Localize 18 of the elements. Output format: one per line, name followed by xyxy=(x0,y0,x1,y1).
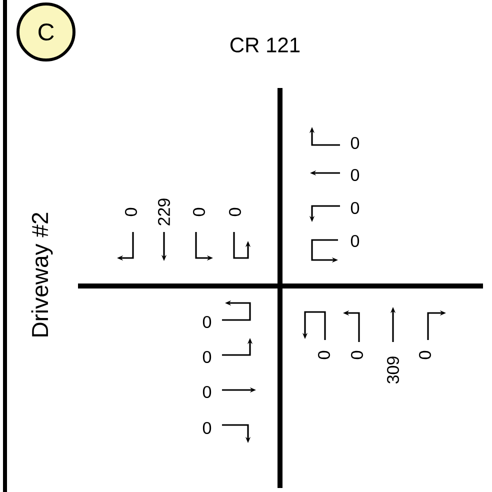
volume-number: 0 xyxy=(202,350,212,364)
volume-number: 0 xyxy=(202,316,212,328)
volume-number: 0 xyxy=(202,422,212,434)
volume-number: 229 xyxy=(158,198,170,226)
volume-number: 0 xyxy=(350,350,364,360)
volume-number: 0 xyxy=(418,350,432,360)
volume-number: 0 xyxy=(350,202,360,214)
volume-number: 309 xyxy=(386,356,400,384)
volume-number: 0 xyxy=(124,208,138,216)
volume-number: 0 xyxy=(192,208,206,216)
volume-number: 0 xyxy=(202,386,212,398)
road-name: CR 121 xyxy=(230,38,300,52)
volume-number: 0 xyxy=(318,350,330,360)
road-name: Driveway #2 xyxy=(31,212,53,336)
volume-number: 0 xyxy=(228,208,242,216)
volume-number: 0 xyxy=(350,234,360,248)
volume-number: 0 xyxy=(350,168,360,182)
volume-number: 0 xyxy=(350,136,360,150)
